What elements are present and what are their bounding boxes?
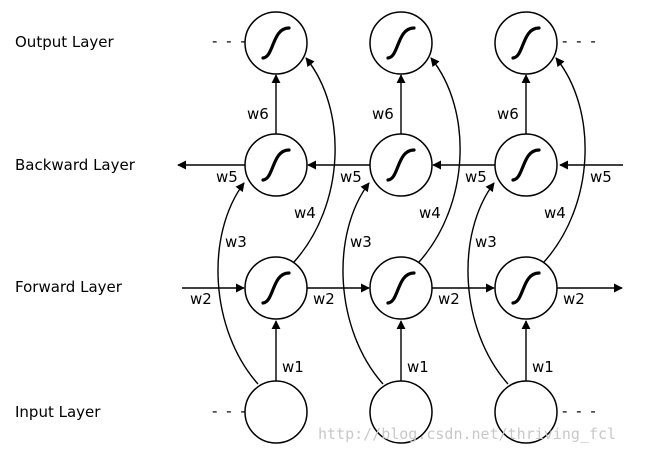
input-node-1 (244, 380, 308, 444)
edge-w4-1 (293, 57, 336, 263)
nodes-group (244, 11, 558, 444)
backward-node-1 (244, 133, 308, 197)
weight-label-w6: w6 (372, 105, 394, 123)
ellipsis-input-left: - - - (212, 402, 248, 420)
weight-label-w2: w2 (313, 290, 335, 308)
weight-label-w2: w2 (438, 290, 460, 308)
layer-label-input: Input Layer (15, 403, 101, 421)
input-node-2 (369, 380, 433, 444)
sigmoid-icon (386, 26, 416, 60)
sigmoid-icon (386, 271, 416, 305)
weight-label-w2: w2 (563, 290, 585, 308)
backward-node-2 (369, 133, 433, 197)
forward-node-3 (494, 256, 558, 320)
weight-label-w2: w2 (190, 290, 212, 308)
weight-label-w1: w1 (532, 358, 554, 376)
sigmoid-icon (261, 148, 291, 182)
sigmoid-icon (386, 148, 416, 182)
ellipsis-output-right: - - - (562, 32, 598, 50)
weight-labels: w6 w6 w6 w5 w5 w5 w5 w4 w4 w4 w3 w3 w3 w… (190, 105, 612, 376)
watermark-text: http://blog.csdn.net/thriving_fcl (318, 425, 616, 443)
edge-w3-2 (342, 182, 384, 385)
input-node-3 (494, 380, 558, 444)
weight-label-w3: w3 (225, 233, 247, 251)
weight-label-w1: w1 (407, 358, 429, 376)
weight-label-w4: w4 (419, 204, 441, 222)
forward-node-1 (244, 256, 308, 320)
weight-label-w6: w6 (247, 105, 269, 123)
sigmoid-icon (261, 271, 291, 305)
weight-label-w4: w4 (544, 204, 566, 222)
ellipsis-input-right: - - - (562, 402, 598, 420)
sigmoid-icon (511, 271, 541, 305)
weight-label-w5: w5 (465, 168, 487, 186)
weight-label-w3: w3 (475, 233, 497, 251)
forward-node-2 (369, 256, 433, 320)
output-node-2 (369, 11, 433, 75)
weight-label-w6: w6 (497, 105, 519, 123)
sigmoid-icon (511, 26, 541, 60)
backward-node-3 (494, 133, 558, 197)
sigmoid-icon (511, 148, 541, 182)
weight-label-w5: w5 (340, 168, 362, 186)
output-node-1 (244, 11, 308, 75)
output-node-3 (494, 11, 558, 75)
weight-label-w1: w1 (282, 358, 304, 376)
sigmoid-glyphs (261, 26, 541, 305)
weight-label-w4: w4 (294, 204, 316, 222)
ellipsis-output-left: - - - (212, 32, 248, 50)
layer-label-forward: Forward Layer (15, 278, 123, 296)
edge-w4-2 (418, 57, 461, 263)
edge-w4-3 (543, 57, 586, 263)
weight-label-w5: w5 (590, 168, 612, 186)
sigmoid-icon (261, 26, 291, 60)
weight-label-w5: w5 (216, 168, 238, 186)
weight-label-w3: w3 (350, 233, 372, 251)
layer-label-backward: Backward Layer (15, 156, 136, 174)
edge-w3-1 (217, 182, 259, 385)
edges-group (177, 57, 623, 385)
layer-label-output: Output Layer (15, 33, 115, 51)
edge-w3-3 (467, 182, 509, 385)
